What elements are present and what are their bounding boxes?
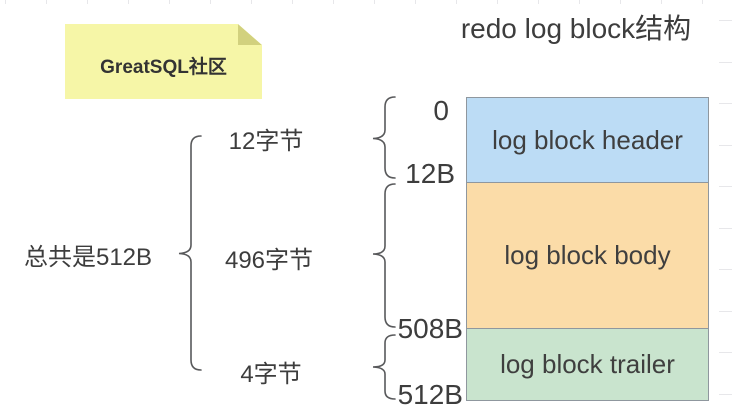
grid-tick (719, 145, 732, 146)
block-header-label: log block header (492, 124, 683, 155)
grid-tick (719, 352, 732, 353)
block-body: log block body (467, 182, 708, 328)
grid-tick (702, 0, 703, 4)
grid-tick (661, 0, 662, 4)
grid-tick (292, 0, 293, 4)
grid-tick (5, 0, 6, 4)
grid-tick (579, 0, 580, 4)
grid-tick (128, 0, 129, 4)
grid-tick (719, 186, 732, 187)
grid-tick (719, 394, 732, 395)
size-label-trailer: 4字节 (240, 361, 302, 388)
brace-total (178, 135, 202, 371)
grid-tick (210, 0, 211, 4)
offset-label-508b: 508B (397, 313, 463, 344)
grid-tick (719, 269, 732, 270)
sticky-note: GreatSQL社区 (65, 24, 262, 99)
brace-trailer (372, 334, 396, 400)
grid-tick (46, 0, 47, 4)
brace-body (372, 183, 396, 328)
grid-tick (251, 0, 252, 4)
grid-tick (374, 0, 375, 4)
size-label-header: 12字节 (228, 128, 304, 155)
block-header: log block header (467, 98, 708, 182)
total-size-label: 总共是512B (23, 244, 153, 271)
offset-label-12b: 12B (405, 158, 455, 189)
grid-tick (719, 103, 732, 104)
grid-tick (719, 20, 732, 21)
offset-label-512b: 512B (397, 379, 463, 410)
note-label: GreatSQL社区 (100, 56, 227, 78)
brace-header (372, 96, 396, 179)
grid-tick (538, 0, 539, 4)
offset-label-0: 0 (433, 95, 449, 126)
note-fold-icon (238, 24, 262, 45)
block-body-label: log block body (504, 240, 671, 270)
block-trailer: log block trailer (467, 328, 708, 400)
diagram-title: redo log block结构 (460, 13, 692, 44)
grid-tick (87, 0, 88, 4)
grid-tick (456, 0, 457, 4)
grid-tick (333, 0, 334, 4)
grid-tick (719, 62, 732, 63)
grid-tick (719, 311, 732, 312)
grid-tick (719, 228, 732, 229)
block-trailer-label: log block trailer (500, 349, 675, 379)
grid-tick (497, 0, 498, 4)
size-label-body: 496字节 (224, 247, 314, 274)
grid-tick (415, 0, 416, 4)
block-stack: log block header log block body log bloc… (466, 97, 709, 401)
grid-tick (169, 0, 170, 4)
grid-tick (620, 0, 621, 4)
